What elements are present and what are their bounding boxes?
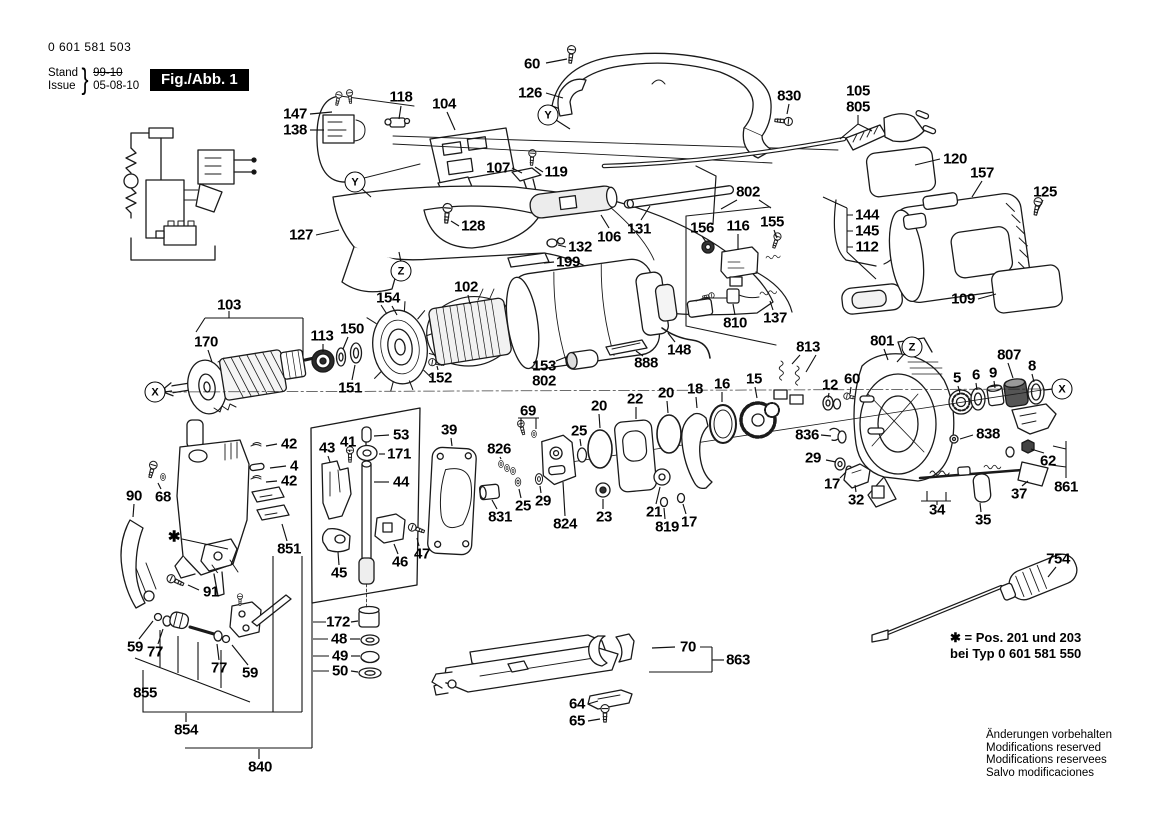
gear-train (478, 389, 1043, 508)
switch-wiring-group (685, 199, 903, 346)
base-plate-group (431, 633, 635, 723)
footer-line-fr: Modifications reservees (986, 754, 1107, 766)
wiring-schematic-inset (123, 127, 257, 261)
carbon-brush-set (773, 360, 859, 411)
star-icon: ✱ (950, 630, 961, 645)
bracket-lines (134, 115, 1067, 749)
motor-field-can (505, 258, 716, 370)
screwdriver (871, 553, 1078, 643)
seal-plate (427, 446, 477, 556)
top-cover (551, 44, 794, 159)
part-number: 0 601 581 503 (48, 40, 132, 54)
note-line1: = Pos. 201 und 203 (964, 630, 1082, 645)
output-bearing-set (948, 378, 1045, 415)
document-header: 0 601 581 503 Stand Issue } 99-10 05-08-… (48, 40, 139, 97)
center-axis-line (169, 388, 1047, 393)
gear-housing (853, 337, 955, 508)
cable-clip-assembly (316, 88, 421, 183)
stand-value: 99-10 (93, 67, 123, 79)
footer-line-es: Salvo modificaciones (986, 766, 1095, 779)
damper-stack (358, 583, 382, 679)
footer-line-en: Modifications reserved (986, 741, 1102, 754)
position-note: ✱ = Pos. 201 und 203 bei Typ 0 601 581 5… (950, 630, 1081, 662)
guide-roller-group (829, 403, 1057, 503)
issue-label: Issue (48, 80, 76, 92)
note-line2: bei Typ 0 601 581 550 (950, 646, 1082, 661)
plunger-gear-assembly (120, 419, 290, 609)
armature-assembly (164, 301, 446, 415)
cylinder-and-rod (529, 165, 735, 225)
figure-label: Fig./Abb. 1 (150, 69, 249, 91)
stand-label: Stand (48, 67, 79, 79)
plunger-inset-box (249, 407, 427, 604)
stator (426, 288, 514, 367)
issue-value: 05-08-10 (93, 80, 140, 92)
footer-line-de: Änderungen vorbehalten (986, 729, 1112, 741)
brace-glyph: } (81, 63, 89, 96)
roller-lever-parts (153, 593, 292, 644)
leader-lines (132, 58, 1057, 759)
motor-housing (865, 146, 1063, 314)
modifications-note: Änderungen vorbehalten Modifications res… (986, 729, 1112, 779)
